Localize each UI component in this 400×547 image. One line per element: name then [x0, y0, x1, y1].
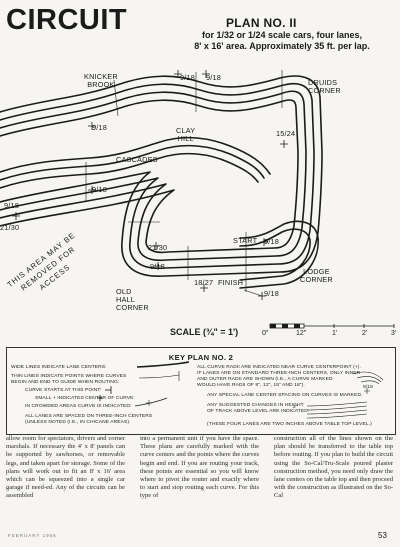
radius-mark: 21/30 — [0, 223, 20, 232]
finish-label: FINISH — [218, 278, 244, 287]
old-hall-line-1: OLD — [116, 287, 132, 296]
radius-mark: 9/18 — [4, 201, 20, 210]
track-plan-diagram — [0, 70, 323, 300]
radius-mark: 9/18 — [180, 73, 196, 82]
radius-mark: 9/18 — [206, 73, 222, 82]
key-sample-radius: 9/18 — [363, 385, 373, 390]
scale-tick: 12" — [296, 330, 307, 337]
plan-number: PLAN NO. II — [226, 16, 297, 30]
key-symbols — [97, 361, 384, 419]
knicker-brook-line-1: KNICKER — [84, 72, 118, 81]
inner-loop — [0, 136, 271, 189]
page-number: 53 — [378, 531, 387, 540]
scale-ruler — [269, 323, 395, 329]
old-hall-corner-label: OLD HALL CORNER — [116, 288, 149, 312]
radius-mark: 9/18 — [264, 237, 280, 246]
scale-tick: 2' — [362, 330, 368, 337]
body-column-3: construction all of the lines shown on t… — [274, 435, 393, 500]
lodge-corner-label: LODGE CORNER — [300, 268, 333, 284]
key-height-changes: ANY SUGGESTED CHANGES IN HEIGHT OF TRACK… — [207, 403, 310, 414]
key-special-spacing: ANY SPECIAL LANE CENTER SPACING ON CURVE… — [207, 393, 363, 398]
lane-4 — [0, 99, 299, 254]
radius-mark: 9/18 — [92, 123, 108, 132]
radius-mark: 9/18 — [92, 185, 108, 194]
page-title: CIRCUIT — [6, 4, 128, 36]
construction-lines — [85, 70, 283, 297]
knicker-brook-label: KNICKER BROOK — [84, 73, 118, 89]
subtitle-line-2: 8' x 16' area. Approximately 35 ft. per … — [194, 40, 370, 51]
key-crowded-areas: IN CROWDED AREAS CURVE IS INDICATED: — [25, 404, 132, 409]
body-column-2: into a permanent unit if you have the sp… — [140, 435, 259, 500]
key-lane-spacing: ALL LANES ARE SPACED ON THREE-INCH CENTE… — [25, 414, 153, 425]
start-label: START — [233, 236, 258, 245]
lane-2 — [0, 82, 315, 269]
subtitle-line-1: for 1/32 or 1/24 scale cars, four lanes, — [201, 30, 363, 40]
old-hall-line-2: HALL — [116, 295, 136, 304]
radius-mark: 21/30 — [148, 243, 168, 252]
lane-1 — [0, 75, 323, 277]
key-wide-lines: WIDE LINES INDICATE LANE CENTERS: — [11, 365, 107, 370]
lane-3 — [0, 90, 307, 262]
cascades-label: CASCADES — [116, 155, 158, 164]
radius-mark: 9/18 — [264, 289, 280, 298]
radius-mark: 18/27 — [194, 278, 214, 287]
key-title: KEY PLAN NO. 2 — [168, 353, 234, 362]
key-height-mark: 2" — [293, 405, 298, 410]
druids-line-1: DRUIDS — [308, 78, 338, 87]
clay-hill-line-1: CLAY — [176, 126, 196, 135]
key-legend: KEY PLAN NO. 2 WIDE LINES I — [6, 347, 396, 435]
issue-date: FEBRUARY 1966 — [8, 533, 57, 538]
scale-tick: 1' — [332, 330, 338, 337]
radius-mark: 15/24 — [276, 129, 296, 138]
scale-tick: 3' — [391, 330, 397, 337]
lodge-line-2: CORNER — [300, 275, 333, 284]
druids-line-2: CORNER — [308, 86, 341, 95]
key-small-plus: SMALL + INDICATES CENTER OF CURVE: — [35, 396, 135, 401]
plan-subtitle: for 1/32 or 1/24 scale cars, four lanes,… — [168, 30, 396, 51]
scale-label: SCALE (¾" = 1') — [170, 327, 239, 337]
knicker-brook-line-2: BROOK — [87, 80, 115, 89]
key-two-inches-note: (THESE FOUR LANES ARE TWO INCHES ABOVE T… — [207, 422, 372, 427]
body-column-1: allow room for spectators, drivers and c… — [6, 435, 125, 500]
scale-bar: SCALE (¾" = 1') 0" 12" 1' 2' 3' — [170, 323, 396, 339]
druids-corner-label: DRUIDS CORNER — [308, 79, 341, 95]
key-curve-start: CURVE STARTS AT THIS POINT: — [25, 388, 102, 393]
scale-tick: 0" — [262, 330, 269, 337]
clay-hill-label: CLAY HILL — [176, 127, 195, 143]
clay-hill-line-2: HILL — [177, 134, 194, 143]
lodge-line-1: LODGE — [303, 267, 330, 276]
curve-centers — [12, 70, 288, 300]
key-radii-note: ALL CURVE RADII ARE INDICATED NEAR CURVE… — [197, 365, 361, 388]
old-hall-line-3: CORNER — [116, 303, 149, 312]
key-thin-lines: THIN LINES INDICATE POINTS WHERE CURVES … — [11, 374, 127, 385]
radius-mark: 9/18 — [150, 262, 166, 271]
